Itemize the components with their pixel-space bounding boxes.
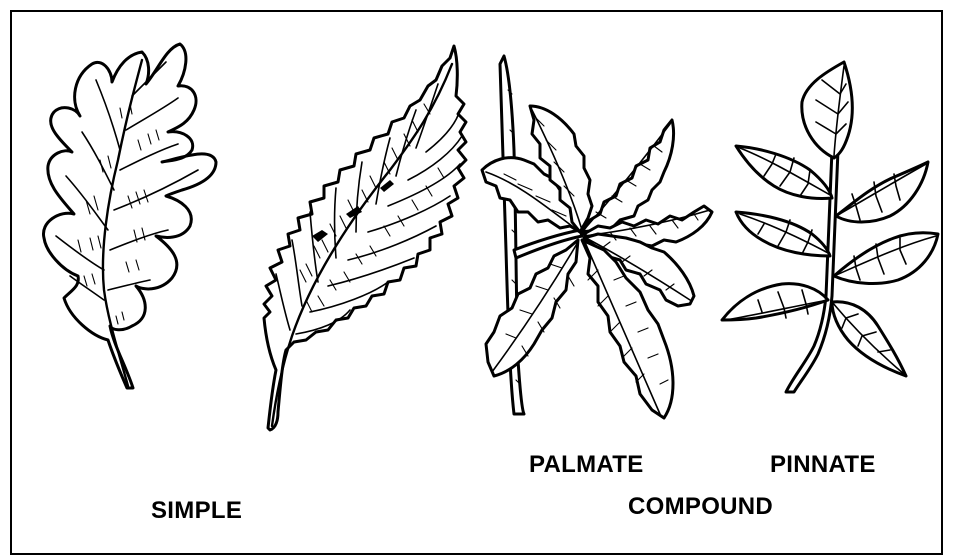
compound-label: COMPOUND <box>628 493 773 521</box>
oak-leaf-illustration <box>43 44 216 388</box>
serrated-leaf-illustration <box>264 46 466 430</box>
palmate-label: PALMATE <box>529 451 644 479</box>
pinnate-label: PINNATE <box>770 451 876 479</box>
palmate-leaf-illustration <box>482 56 712 418</box>
simple-label: SIMPLE <box>151 497 242 525</box>
pinnate-leaf-illustration <box>722 62 938 392</box>
